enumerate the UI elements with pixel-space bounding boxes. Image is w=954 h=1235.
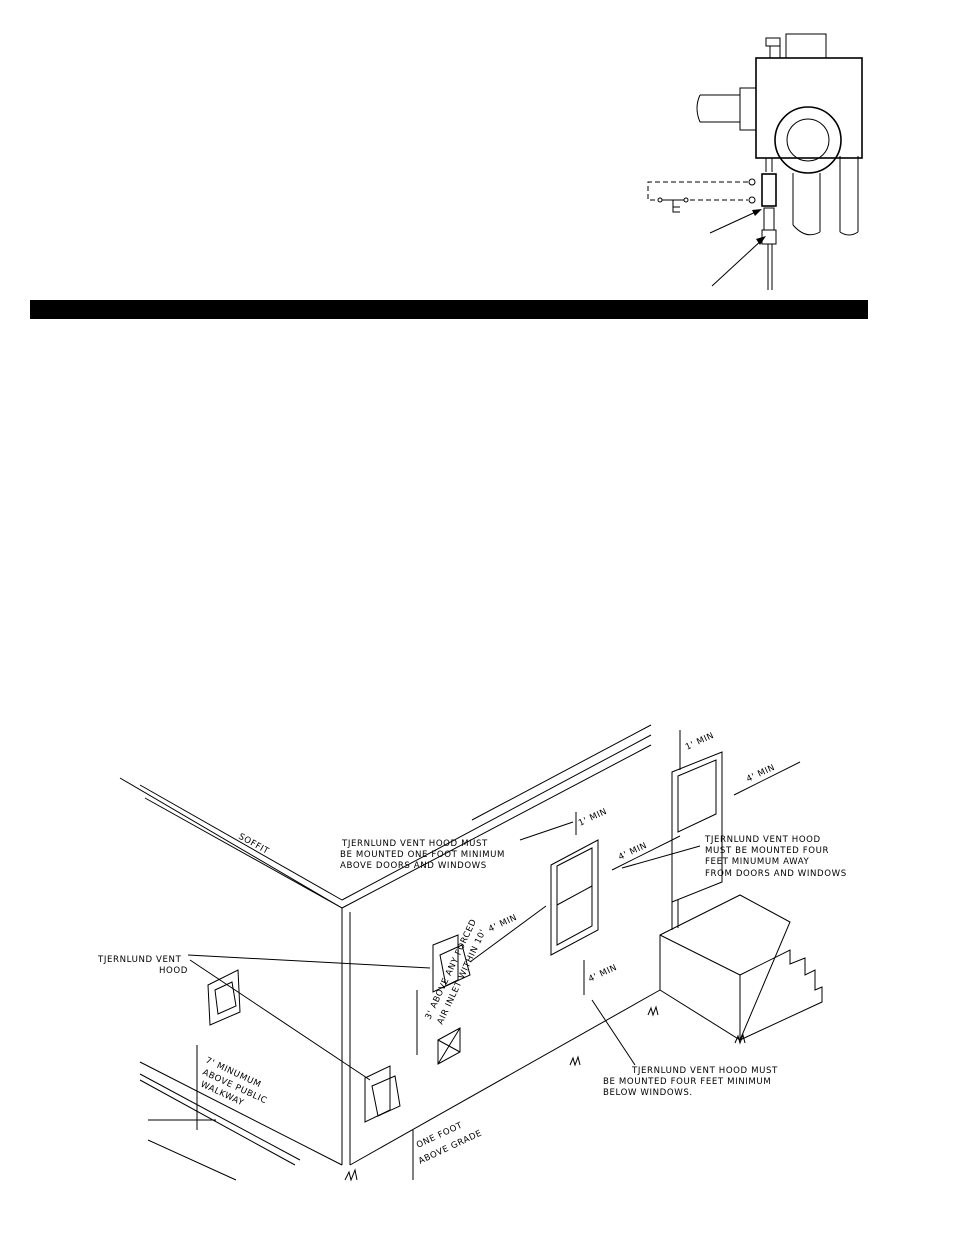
roof-line [341,744,652,909]
window-frame-inner [556,847,593,946]
note-label: MUST BE MOUNTED FOUR [705,846,829,856]
section-header-bar [30,300,868,319]
leader-line [591,999,636,1066]
walkway-edge [147,1139,237,1181]
leader-line [621,845,701,869]
terminal [748,178,756,186]
vent-hood-upper [432,934,471,993]
note-label: FROM DOORS AND WINDOWS [705,869,847,879]
note-label: TJERNLUND VENT HOOD [704,835,821,845]
leader-arrow [709,209,761,234]
grass-tuft [734,1033,746,1045]
walkway-line [139,1073,301,1161]
round-port [774,106,842,174]
soffit-edge [144,797,343,909]
grass-tuft [647,1005,659,1017]
dashed-wire [647,181,748,201]
soffit-edge [119,777,343,909]
fitting-diagram [647,33,863,290]
lower-pipe [839,156,859,236]
note-label: ABOVE DOORS AND WINDOWS [340,861,487,871]
leader-arrow [711,237,765,287]
arrowhead [752,209,762,216]
leader-line [519,821,574,841]
soffit-label: SOFFIT [237,832,271,857]
roof-line [341,734,652,901]
inlet-pipe-end [696,94,701,123]
terminal [748,196,756,204]
dim-line [469,905,547,963]
note-label: FEET MINUMUM AWAY [705,857,810,867]
dim-line [611,835,681,871]
grade-line [349,989,661,1166]
grass-tuft [569,1055,581,1067]
note-label: BELOW WINDOWS. [603,1088,693,1098]
step-edge [659,934,741,976]
inlet-nut [739,87,757,131]
soffit-edge [139,784,343,901]
leader-line [189,959,371,1081]
grass-tuft [344,1168,358,1182]
fitting-nut [761,229,777,245]
switch-box [761,173,777,207]
walkway-line [139,1079,296,1166]
arrowhead [756,236,766,245]
vent-hood-left [207,969,241,1026]
switch-ground [672,200,680,213]
dimension-label: 1' MIN [684,731,716,753]
dimension-label: 4' MIN [587,963,619,985]
window-sash [556,885,593,906]
leader-line [187,954,431,969]
dimension-label: 4' MIN [487,913,519,935]
step-riser [739,949,823,1041]
window-frame [550,839,599,956]
grade-line-left [139,1061,343,1166]
hood-label: TJERNLUND VENT [97,955,182,965]
roof-line [471,724,652,821]
steps-outline [659,894,791,1041]
note-label: BE MOUNTED ONE FOOT MINIMUM [340,850,505,860]
door-glass [677,759,717,833]
door-frame [671,751,723,903]
note-label: BE MOUNTED FOUR FEET MINIMUM [603,1077,771,1087]
dim-line [733,761,801,796]
note-label: TJERNLUND VENT HOOD MUST [631,1066,778,1076]
lower-pipe [792,173,821,236]
vent-hood-lower [364,1065,401,1123]
forced-air-inlet [437,1027,461,1065]
hood-label: HOOD [159,966,188,976]
dimension-label: 1' MIN [577,807,609,829]
note-label: TJERNLUND VENT HOOD MUST [341,839,488,849]
round-port-inner [786,118,830,162]
